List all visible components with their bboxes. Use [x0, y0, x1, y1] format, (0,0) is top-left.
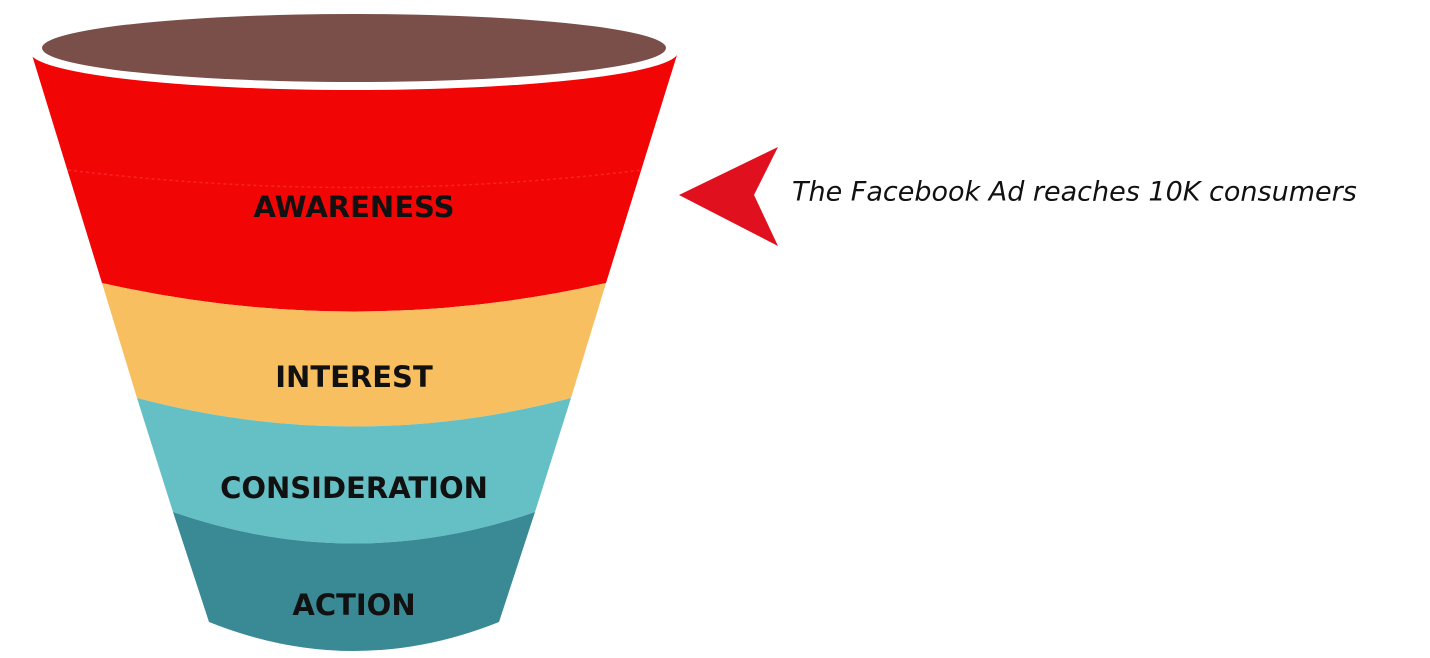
stage-label-awareness: AWARENESS [254, 190, 455, 224]
funnel-stage-awareness-shape [32, 55, 677, 312]
funnel-stage-interest-shape [102, 283, 606, 427]
callout-text: The Facebook Ad reaches 10K consumers [792, 177, 1357, 208]
funnel-rim-top [42, 14, 666, 82]
stage-label-consideration: CONSIDERATION [220, 471, 488, 505]
funnel-stage-action-shape [173, 512, 535, 651]
stage-label-interest: INTEREST [275, 360, 433, 394]
arrow-left-pointer-icon [679, 147, 778, 246]
stage-label-action: ACTION [292, 588, 415, 622]
funnel-stage-consideration-shape [137, 398, 571, 544]
funnel-awareness-fold-line [67, 169, 643, 189]
